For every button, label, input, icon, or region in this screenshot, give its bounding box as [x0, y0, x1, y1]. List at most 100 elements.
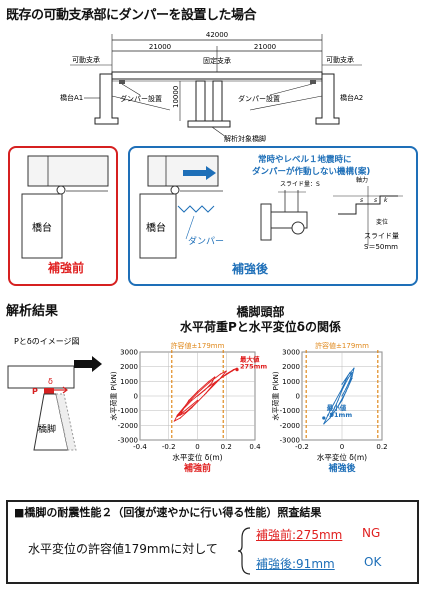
dim-left: 21000	[149, 43, 171, 51]
x-tick-label: 0.2	[221, 443, 232, 451]
data-point	[231, 370, 233, 372]
data-point	[179, 414, 181, 416]
label-target-pier: 解析対象橋脚	[224, 134, 266, 143]
data-point	[205, 388, 207, 390]
x-tick-label: 0	[195, 443, 199, 451]
y-tick-label: 2000	[282, 363, 300, 371]
before-detail-drawing: 橋台 補強前	[21, 155, 109, 275]
x-axis-label: 水平変位 δ(m)	[172, 452, 222, 462]
after-panel	[128, 146, 418, 286]
before-panel	[8, 146, 118, 286]
dim-total: 42000	[206, 31, 228, 39]
data-point	[351, 377, 353, 379]
data-point	[173, 420, 176, 422]
allowable-label: 許容値±179mm	[171, 341, 225, 350]
data-point	[185, 404, 187, 406]
data-point	[341, 399, 343, 401]
data-point	[196, 392, 199, 394]
p-delta-title: Pとδのイメージ図	[14, 337, 80, 346]
data-point	[232, 369, 235, 371]
dim-right: 21000	[254, 43, 276, 51]
result-box	[6, 500, 419, 584]
data-point	[182, 411, 184, 413]
label-fixed: 固定支承	[203, 56, 231, 65]
data-point	[208, 380, 210, 382]
data-point	[208, 382, 210, 384]
data-point	[219, 377, 222, 379]
x-tick-label: 0.4	[249, 443, 261, 451]
data-point	[191, 407, 193, 409]
after-damper-label: ダンパー	[188, 235, 224, 247]
axial-label: 軸力	[356, 176, 368, 184]
y-tick-label: -2000	[118, 422, 138, 430]
result-brace	[237, 527, 251, 575]
data-point	[333, 402, 335, 404]
label-a2: 橋台A2	[340, 93, 363, 102]
data-point	[204, 389, 206, 391]
y-axis-label: 水平荷重 P(kN)	[271, 371, 280, 420]
analysis-section-title: 解析結果	[6, 304, 59, 319]
slide-amount-label: スライド量	[364, 232, 399, 240]
chart-heading-line2: 水平荷重Pと水平変位δの関係	[180, 320, 342, 334]
slide-value-label: S＝50mm	[364, 243, 398, 251]
data-point	[347, 386, 349, 388]
data-point	[341, 395, 343, 397]
data-point	[179, 417, 181, 419]
y-tick-label: 1000	[282, 378, 300, 386]
x-axis-label: 水平変位 δ(m)	[317, 452, 367, 462]
data-point	[349, 371, 351, 374]
data-point	[218, 379, 220, 381]
data-point	[188, 399, 190, 401]
y-tick-label: 3000	[282, 349, 300, 357]
page-title: 既存の可動支承部にダンパーを設置した場合	[6, 8, 257, 23]
data-point	[225, 373, 227, 375]
result-heading: ■橋脚の耐震性能２（回復が速やかに行い得る性能）照査結果	[14, 506, 322, 519]
x-tick-label: -0.2	[295, 443, 309, 451]
result-after: 補強後:91mm	[256, 557, 335, 571]
data-point	[182, 408, 184, 410]
label-a1: 橋台A1	[60, 93, 83, 102]
chart-heading: 橋脚頭部 水平荷重Pと水平変位δの関係	[180, 305, 341, 335]
annotation-marker	[322, 416, 326, 420]
data-point	[204, 393, 206, 396]
x-tick-label: 0.2	[376, 443, 387, 451]
chart-caption: 補強後	[327, 462, 356, 474]
data-point	[211, 382, 213, 384]
data-point	[196, 391, 199, 393]
data-point	[196, 395, 199, 397]
result-after-judgement: OK	[364, 555, 382, 569]
data-point	[345, 388, 347, 390]
y-tick-label: 0	[134, 393, 138, 401]
mechanism-line1: 常時やレベル１地震時に	[258, 154, 352, 165]
dim-height: 10000	[172, 86, 180, 108]
data-point	[329, 417, 331, 419]
p-delta-image: Pとδのイメージ図 δ P 橋脚	[7, 337, 102, 451]
allowable-label: 許容値±179mm	[315, 341, 369, 350]
data-point	[176, 415, 178, 418]
data-point	[225, 370, 227, 372]
data-point	[205, 392, 207, 394]
p-label: P	[32, 387, 38, 396]
displacement-label: 変位	[376, 218, 388, 226]
data-point	[323, 423, 325, 425]
chart-heading-line1: 橋脚頭部	[236, 305, 285, 319]
before-abutment-label: 橋台	[32, 221, 52, 234]
data-point	[191, 399, 193, 401]
before-label: 補強前	[47, 260, 84, 275]
annotation-label: 最大値	[240, 355, 260, 364]
data-point	[351, 371, 353, 374]
annotation-label: 最小値	[327, 403, 347, 412]
chart-caption: 補強前	[183, 462, 211, 474]
y-axis-label: 水平荷重 P(kN)	[109, 371, 118, 420]
data-point	[176, 414, 178, 416]
x-tick-label: -0.4	[133, 443, 147, 451]
label-movable-left: 可動支承	[72, 55, 100, 64]
data-point	[185, 411, 187, 413]
y-tick-label: 0	[296, 393, 300, 401]
result-before: 補強前:275mm	[256, 528, 343, 542]
data-point	[214, 376, 216, 378]
data-point	[337, 405, 339, 407]
data-point	[214, 382, 216, 384]
label-damper-right: ダンパー設置	[238, 94, 280, 103]
